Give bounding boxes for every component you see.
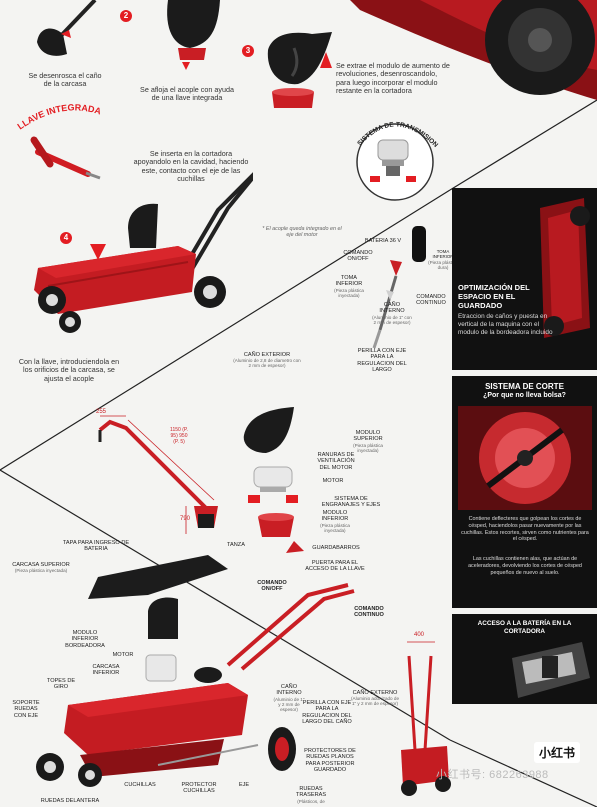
corte-body2: Las cuchillas contienen alas, que actúan… xyxy=(468,556,582,576)
mower-exploded-illustration xyxy=(36,555,355,787)
transmision-circle: SISTEMA DE TRANSMISION xyxy=(356,121,439,201)
trimmer-comando-onoff-label: COMANDO ON/OFF xyxy=(343,250,373,263)
corte-panel: SISTEMA DE CORTE ¿Por que no lleva bolsa… xyxy=(452,376,597,608)
module-exploded-illustration xyxy=(243,407,304,553)
guardabarros-label: GUARDABARROS xyxy=(312,545,360,551)
svg-text:LLAVE INTEGRADA: LLAVE INTEGRADA xyxy=(16,102,103,131)
dim-400: 400 xyxy=(414,632,425,638)
topes-giro-label: TOPES DE GIRO xyxy=(46,678,76,691)
trimmer-dimension-drawing xyxy=(98,415,218,534)
acceso-title: ACCESO A LA BATERÍA en la cortadora xyxy=(477,620,572,635)
step3-text: Se extrae el modulo de aumento de revolu… xyxy=(336,61,450,96)
corte-title: SISTEMA DE CORTE xyxy=(485,382,564,391)
vertical-mower-dimension-drawing xyxy=(401,641,451,796)
trimmer-bateria-label: BATERIA 36 V xyxy=(364,238,402,244)
puerta-label: PUERTA PARA EL ACCESO DE LA LLAVE xyxy=(305,560,365,573)
modulo-inferior-label: MODULO INFERIOR(Pieza plástica inyectada… xyxy=(320,510,350,533)
llave-integrada-badge: LLAVE INTEGRADA xyxy=(16,102,103,131)
mower-cano-interno-label: CAÑO INTERNO(Aluminio de 1" y 2 mm de es… xyxy=(273,684,305,712)
step4-number: 4 xyxy=(60,232,72,244)
cutting-system-image xyxy=(458,406,592,510)
step2-number: 2 xyxy=(120,10,132,22)
ruedas-traseras-label: RUEDAS TRASERAS(Plásticos, de xyxy=(295,786,327,804)
step4-text: Con la llave, introduciendola en los ori… xyxy=(18,357,120,383)
step1-illustration xyxy=(37,0,97,56)
cuchillas-label: CUCHILLAS xyxy=(124,782,156,788)
dim-255: 255 xyxy=(96,409,107,415)
optimizacion-body: Etraccion de caños y puesta en vertical … xyxy=(458,313,553,336)
step1-text: Se desenrosca el caño de la carcasa xyxy=(28,71,102,89)
mower-wheel-corner-image xyxy=(350,0,597,100)
watermark-handle: 小红书号: 682263988 xyxy=(436,769,549,781)
step3-number: 3 xyxy=(242,45,254,57)
mower-cano-externo-label: CAÑO EXTERNO(Aluminio adonizado de 1" y … xyxy=(350,690,399,707)
trimmer-perilla-label: PERILLA CON EJE PARA LA REGULACION DEL L… xyxy=(357,348,407,373)
optimizacion-panel: OPTIMIZACIÓN DEL ESPACIO EN EL GUARDADO … xyxy=(452,188,597,370)
mower-motor-label: MOTOR xyxy=(112,652,134,658)
watermark-logo: 小红书 xyxy=(534,742,581,763)
dim-790: 790 xyxy=(180,516,191,522)
motor-module-label: MOTOR xyxy=(322,478,344,484)
vertical-storage-image xyxy=(540,198,590,338)
trimmer-cano-exterior-label: CAÑO EXTERIOR(Aluminio de 2,8 de diametr… xyxy=(233,352,301,369)
integrated-key-illustration xyxy=(30,136,101,180)
soporte-ruedas-label: SOPORTE RUEDAS CON EJE xyxy=(12,700,40,719)
carcasa-inferior-label: CARCASA INFERIOR xyxy=(92,664,120,677)
trimmer-toma-superior-label: TOMA INFERIOR(Pieza plástica dura) xyxy=(428,249,458,270)
step2-text: Se afloja el acople con ayuda de una lla… xyxy=(140,85,234,103)
assembled-mower-illustration xyxy=(34,172,253,333)
modulo-superior-label: MODULO SUPERIOR(Pieza plástica inyectada… xyxy=(353,430,383,453)
mower-comando-onoff-label: COMANDO ON/OFF xyxy=(257,580,287,593)
trimmer-toma-inferior-label: TOMA INFERIOR(Pieza plástica inyectada) xyxy=(334,275,364,298)
tanza-label: TANZA xyxy=(227,542,245,548)
eje-label: EJE xyxy=(238,782,250,788)
corte-subtitle: ¿Por que no lleva bolsa? xyxy=(483,391,566,399)
step3-illustration xyxy=(267,32,332,108)
carcasa-superior-label: CARCASA SUPERIOR(Pieza plástica inyectad… xyxy=(12,562,70,574)
trimmer-cano-interno-label: CAÑO INTERNO(Aluminio de 1" con 2 mm de … xyxy=(372,302,412,325)
protectores-ruedas-label: PROTECTORES DE RUEDAS PLANOS PARA POSTER… xyxy=(304,748,356,773)
ranuras-label: RANURAS DE VENTILACIÓN DEL MOTOR xyxy=(317,452,355,471)
battery-access-image xyxy=(512,642,590,698)
acceso-panel: ACCESO A LA BATERÍA en la cortadora xyxy=(452,614,597,704)
engranajes-label: SISTEMA DE ENGRANAJES Y EJES xyxy=(321,496,381,509)
step2-illustration xyxy=(167,0,220,70)
llave-integrada-title: LLAVE INTEGRADA xyxy=(16,102,103,131)
optimizacion-title: OPTIMIZACIÓN DEL ESPACIO EN EL GUARDADO xyxy=(458,283,530,310)
trimmer-illustration xyxy=(372,226,426,349)
modulo-bordeadora-label: MODULO INFERIOR BORDEADORA xyxy=(65,630,105,649)
mower-comando-continuo-label: COMANDO CONTINUO xyxy=(354,606,384,619)
protector-cuchillas-label: PROTECTOR CUCHILLAS xyxy=(181,782,217,795)
corte-body1: Contiene deflecteres que golpean los cor… xyxy=(461,516,589,543)
mower-perilla-label: PERILLA CON EJE PARA LA REGULACION DEL L… xyxy=(302,700,352,725)
tapa-bateria-label: TAPA PARA INGRESO DE BATERIA xyxy=(62,540,130,553)
acople-note: * El acople queda integrado en el eje de… xyxy=(262,226,342,239)
insert-text: Se inserta en la cortadora apoyandolo en… xyxy=(133,149,249,184)
dim-length: 1150 (P. 95) 950 (P. 5) xyxy=(170,427,188,445)
trimmer-comando-continuo-label: COMANDO CONTINUO xyxy=(416,294,446,307)
ruedas-delantera-label: RUEDAS DELANTERA xyxy=(40,798,100,804)
